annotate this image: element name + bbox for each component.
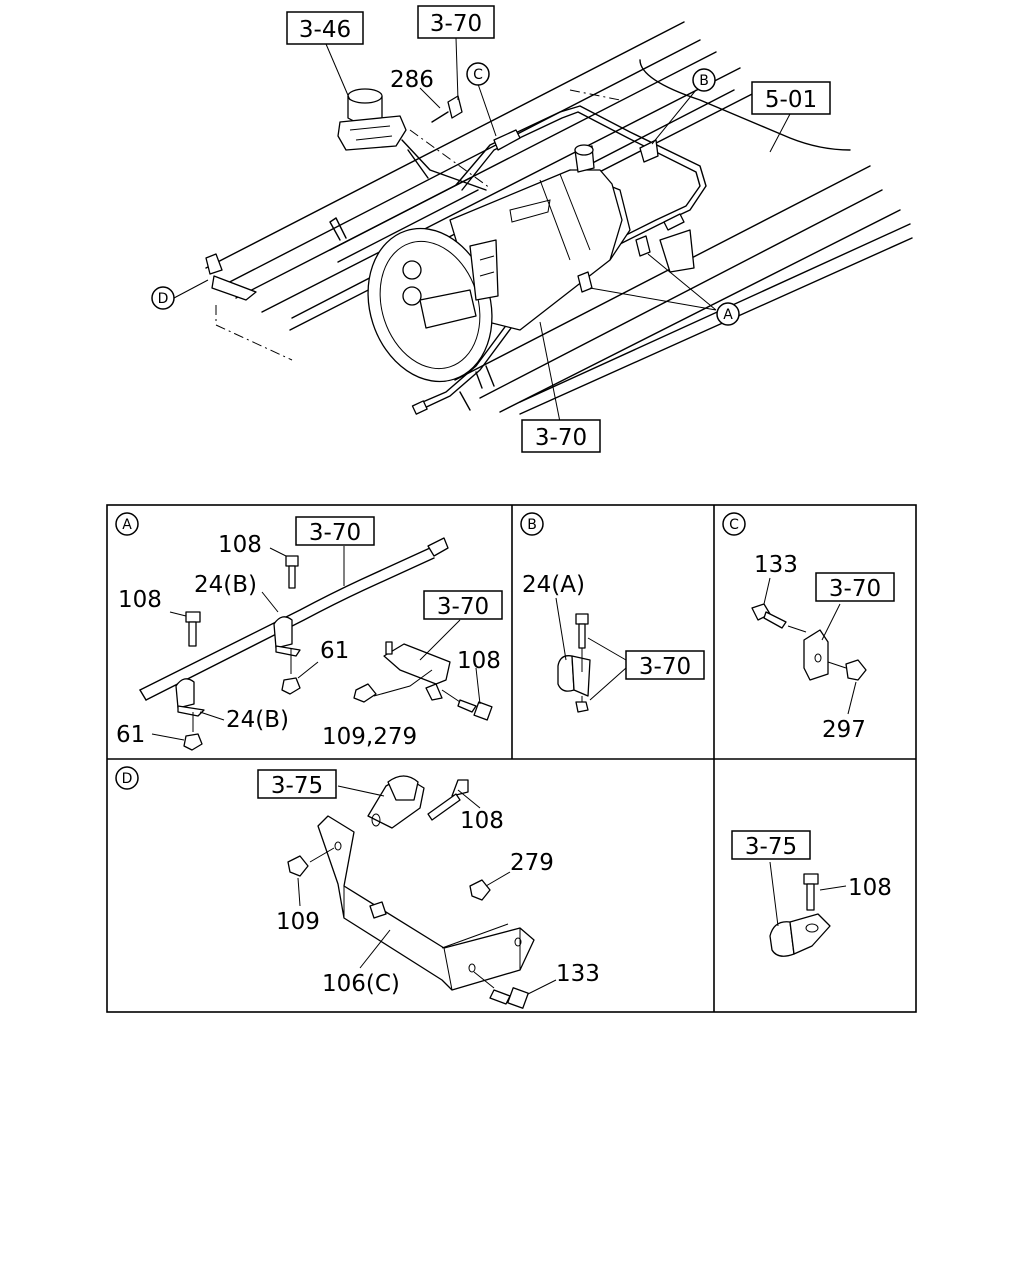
ref-box-5-01 <box>751 81 831 115</box>
panel-e-ref-box <box>731 830 811 860</box>
panel-d-108: 108 <box>460 808 504 834</box>
panel-c: C 133 3-70 297 <box>722 512 895 743</box>
panel-c-133: 133 <box>754 552 798 578</box>
panel-c-297: 297 <box>822 717 866 743</box>
panel-d-ref-box <box>257 769 337 799</box>
panel-b-ref-box <box>625 650 705 680</box>
panel-b-ref: 3-70 <box>639 654 691 680</box>
ref-box-3-70-bottom <box>521 419 601 453</box>
panel-a-61-b: 61 <box>116 722 145 748</box>
panel-a-24b-bottom: 24(B) <box>226 707 289 733</box>
panel-d-letter: D <box>122 771 133 787</box>
panel-a-24b-top: 24(B) <box>194 572 257 598</box>
panel-e-ref: 3-75 <box>745 834 797 860</box>
panel-b-letter: B <box>527 517 537 533</box>
panel-e: 3-75 108 <box>731 830 892 957</box>
panel-a-ref-2: 3-70 <box>437 594 489 620</box>
ref-3-70-bottom-label: 3-70 <box>535 425 587 451</box>
svg-text:D: D <box>158 291 169 307</box>
panel-a-108-a: 108 <box>218 532 262 558</box>
panel-d-133: 133 <box>556 961 600 987</box>
ref-5-01-label: 5-01 <box>765 87 817 113</box>
panel-a-ref-1: 3-70 <box>309 520 361 546</box>
panel-d: D 3-75 108 279 109 <box>115 766 600 1009</box>
part-286-label: 286 <box>390 67 434 93</box>
ref-3-70-top-label: 3-70 <box>430 11 482 37</box>
svg-text:B: B <box>699 73 709 89</box>
panel-a-61-a: 61 <box>320 638 349 664</box>
ref-3-46-label: 3-46 <box>299 17 351 43</box>
ref-box-3-46 <box>286 11 364 45</box>
callout-c: C <box>466 62 490 86</box>
callout-a: A <box>716 302 740 326</box>
panel-a-108-b: 108 <box>118 587 162 613</box>
panel-a-108-c: 108 <box>457 648 501 674</box>
detail-panels-frame <box>106 504 917 1013</box>
callout-b: B <box>692 68 716 92</box>
panel-a-109-279: 109,279 <box>322 724 417 750</box>
panel-a-letter: A <box>122 517 132 533</box>
panel-b: B 24(A) 3-70 <box>520 512 705 713</box>
panel-d-106c: 106(C) <box>322 971 400 997</box>
ref-box-3-70-top <box>417 5 495 39</box>
callout-d: D <box>151 286 175 310</box>
panel-d-109: 109 <box>276 909 320 935</box>
panel-d-ref: 3-75 <box>271 773 323 799</box>
main-assembly-drawing <box>173 21 913 423</box>
panel-c-ref-box <box>815 572 895 602</box>
panel-e-108: 108 <box>848 875 892 901</box>
svg-text:C: C <box>473 67 483 83</box>
panel-a-ref-box-2 <box>423 590 503 620</box>
panel-c-letter: C <box>729 517 739 533</box>
panel-a-ref-box-1 <box>295 516 375 546</box>
panel-a: A <box>115 512 503 751</box>
svg-text:A: A <box>723 307 733 323</box>
panel-b-24a: 24(A) <box>522 572 585 598</box>
panel-c-ref: 3-70 <box>829 576 881 602</box>
panel-d-279: 279 <box>510 850 554 876</box>
